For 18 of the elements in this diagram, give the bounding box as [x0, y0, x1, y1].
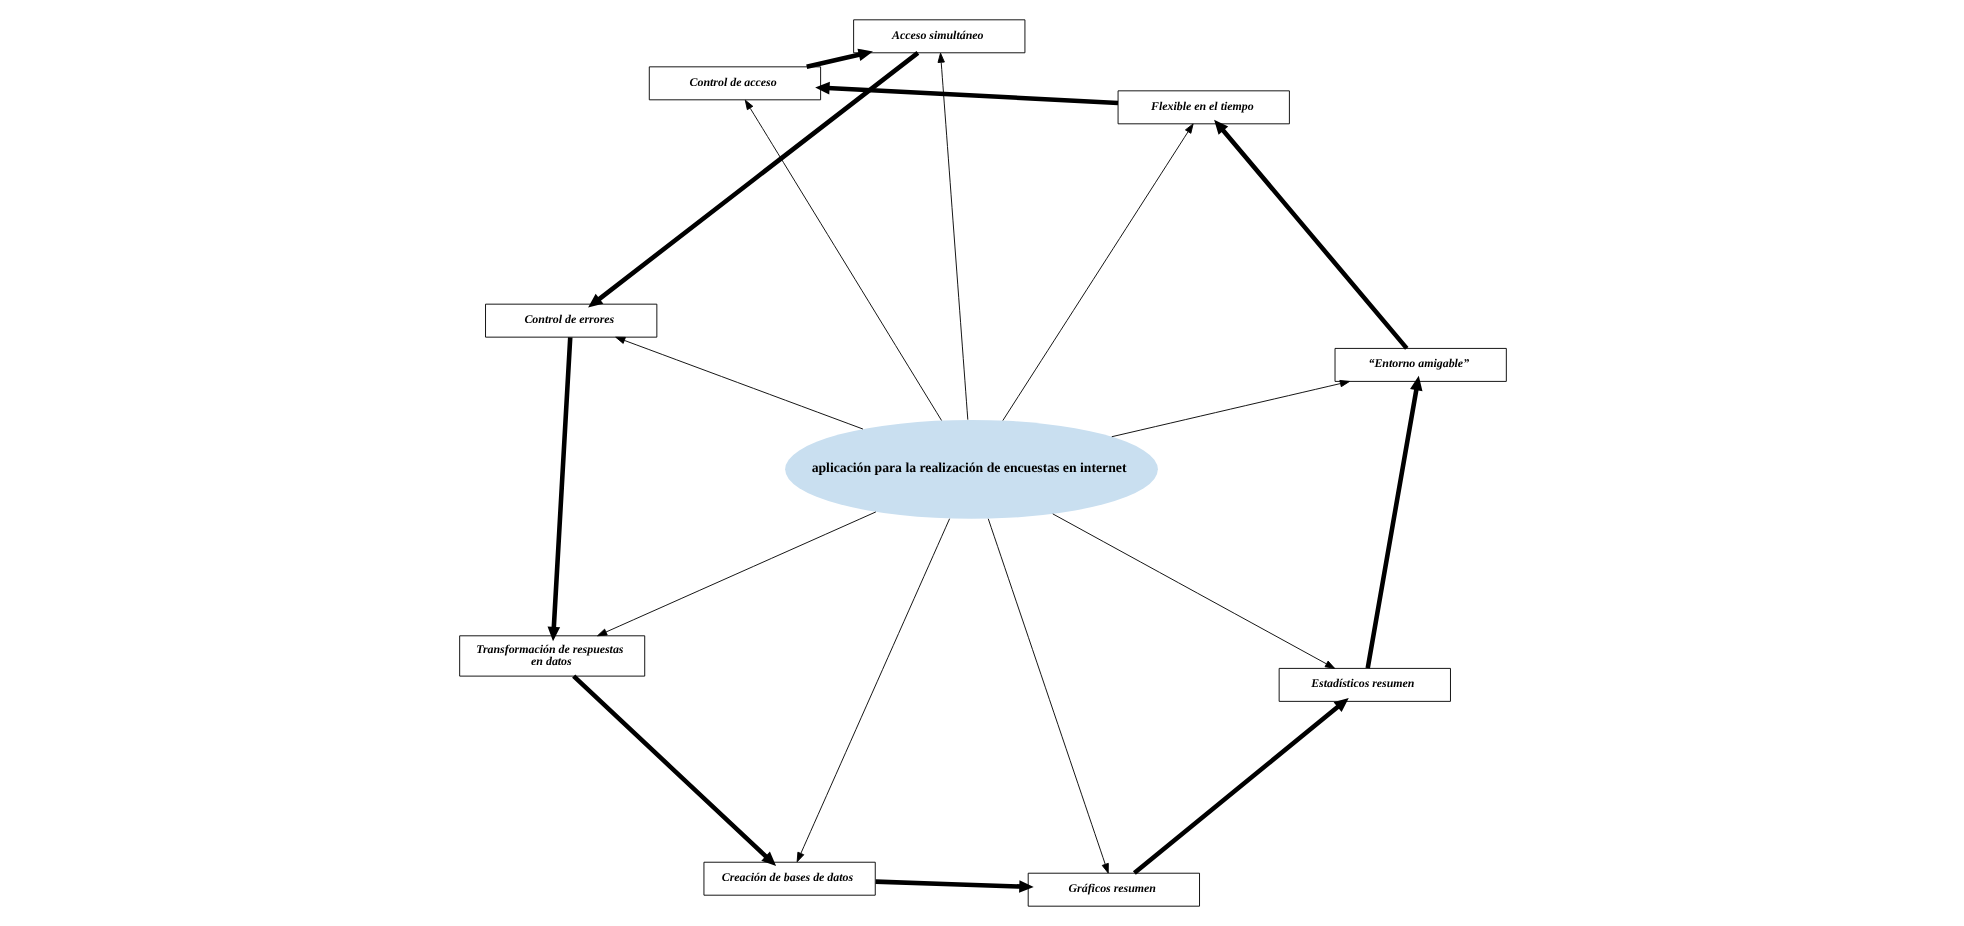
arrow — [814, 81, 1118, 106]
arrow — [571, 674, 776, 867]
arrow — [1213, 119, 1408, 350]
arrow — [1110, 379, 1349, 438]
arrow — [743, 99, 941, 421]
arrow — [614, 336, 863, 430]
arrow — [587, 51, 919, 308]
arrow — [1364, 375, 1422, 669]
arrow — [936, 52, 968, 421]
arrow — [1131, 698, 1348, 875]
arrow — [1001, 123, 1193, 421]
arrow — [795, 518, 950, 863]
arrow — [874, 879, 1033, 893]
arrow — [596, 511, 876, 637]
arrow — [1051, 513, 1335, 669]
arrow — [546, 337, 572, 642]
arrow — [805, 48, 872, 70]
arrow — [986, 518, 1108, 874]
